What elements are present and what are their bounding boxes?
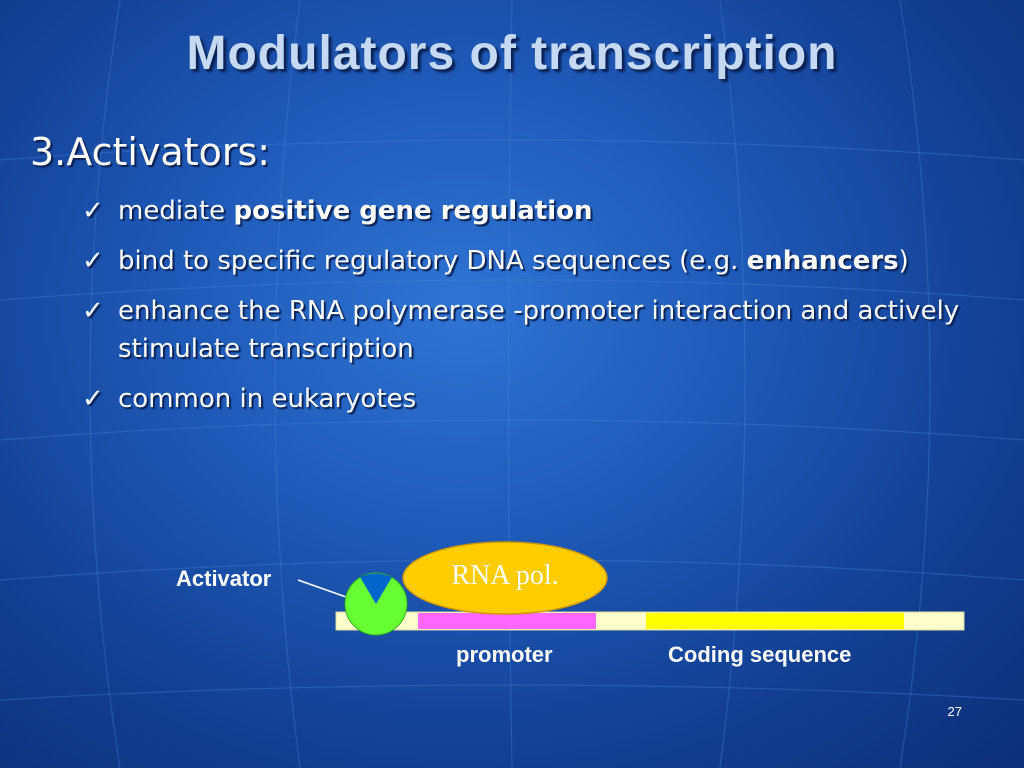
activator-label: Activator	[176, 566, 272, 591]
checkmark-icon: ✓	[82, 296, 104, 326]
rna-polymerase	[402, 541, 608, 615]
bullet-emphasis: positive gene regulation	[233, 196, 593, 226]
slide-number: 27	[947, 704, 962, 719]
section-heading: 3.Activators:	[30, 130, 271, 174]
bullet-item: ✓ enhance the RNA polymerase -promoter i…	[80, 292, 1020, 368]
promoter-label: promoter	[456, 642, 553, 667]
checkmark-icon: ✓	[82, 384, 104, 414]
bullet-item: ✓ common in eukaryotes	[80, 380, 1020, 418]
activator-domain-icon	[360, 573, 392, 604]
bullet-text: bind to specific regulatory DNA sequence…	[118, 246, 747, 276]
rna-pol-label: RNA pol.	[451, 560, 559, 591]
bullet-emphasis: enhancers	[746, 246, 899, 276]
bullet-item: ✓ mediate positive gene regulation	[80, 192, 1020, 230]
bullet-text: enhance the RNA polymerase -promoter int…	[118, 296, 960, 364]
bullet-text: mediate	[118, 196, 234, 226]
slide-title: Modulators of transcription	[186, 27, 838, 80]
checkmark-icon: ✓	[82, 246, 104, 276]
promoter-region	[418, 613, 596, 629]
coding-sequence-label: Coding sequence	[668, 642, 852, 667]
bullet-item: ✓ bind to specific regulatory DNA sequen…	[80, 242, 1020, 280]
checkmark-icon: ✓	[82, 196, 104, 226]
bullet-text: common in eukaryotes	[118, 384, 417, 414]
coding-region	[646, 613, 904, 629]
bullet-list: ✓ mediate positive gene regulation ✓ bin…	[80, 192, 1020, 430]
bullet-tail: )	[898, 246, 909, 276]
